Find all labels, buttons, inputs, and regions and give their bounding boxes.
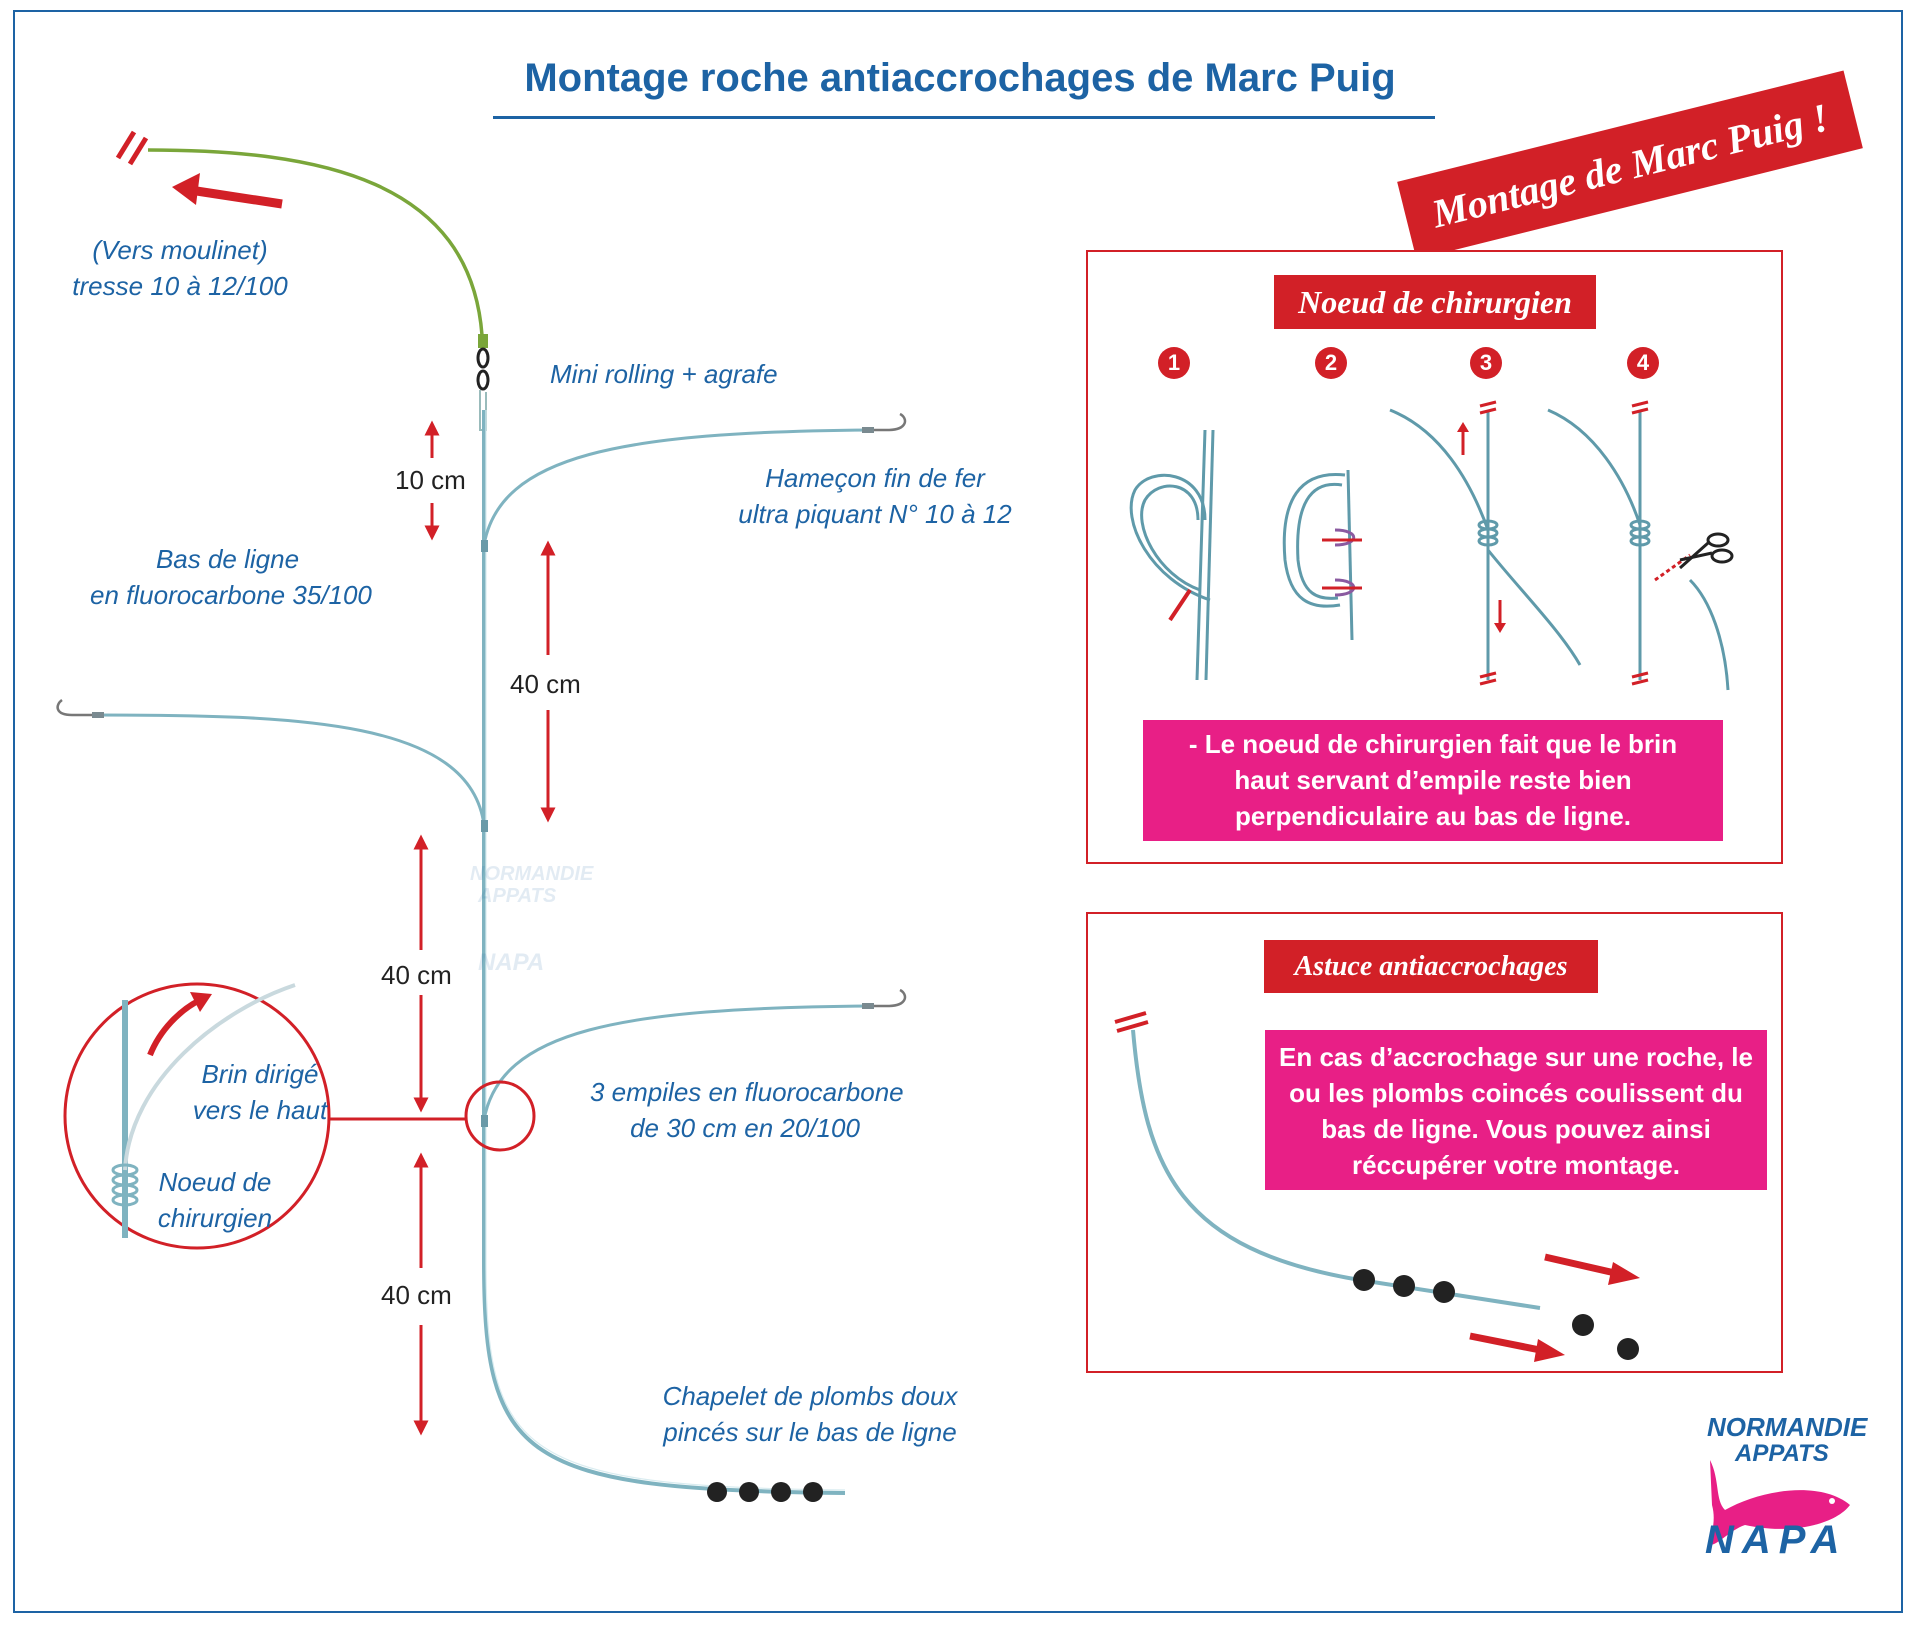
knot-explanation-box: - Le noeud de chirurgien fait que le bri…: [1143, 720, 1723, 841]
knot-step-3-icon: [1389, 400, 1582, 686]
logo-line-2: APPATS: [1735, 1440, 1829, 1467]
label-bas-de-ligne-2: en fluorocarbone 35/100: [90, 580, 372, 610]
zoom-magnifier: [63, 982, 536, 1250]
svg-text:APPATS: APPATS: [477, 885, 557, 907]
logo-line-3: NAPA: [1705, 1518, 1848, 1562]
label-brin-2: vers le haut: [192, 1095, 328, 1125]
sliding-sinkers: [1353, 1269, 1639, 1360]
step-4-badge: 4: [1627, 347, 1659, 379]
dropper-1: [482, 412, 907, 546]
lead-sinker-chain: [707, 1482, 823, 1502]
knot-explanation-line-2: haut servant d’empile reste bien: [1234, 765, 1632, 795]
label-noeud-2: chirurgien: [157, 1203, 273, 1233]
step-3-badge: 3: [1470, 347, 1502, 379]
svg-text:NAPA: NAPA: [478, 949, 544, 976]
label-mini-rolling: Mini rolling + agrafe: [550, 359, 778, 389]
upward-arrow-icon: [147, 997, 202, 1057]
knot-step-1-icon: [1129, 429, 1215, 681]
tip-explanation-line-2: ou les plombs coincés coulissent du: [1289, 1078, 1743, 1108]
panel-knot-heading: Noeud de chirurgien: [1274, 275, 1596, 329]
dropper-3: [482, 988, 907, 1121]
slide-arrow-icon: [1469, 1332, 1565, 1362]
label-tresse: tresse 10 à 12/100: [72, 271, 288, 301]
panel-tip-heading: Astuce antiaccrochages: [1264, 940, 1598, 993]
label-brin-1: Brin dirigé: [201, 1059, 319, 1089]
step-2-badge: 2: [1315, 347, 1347, 379]
tip-explanation-line-3: bas de ligne. Vous pouvez ainsi: [1321, 1114, 1711, 1144]
knot-step-2-icon: [1282, 469, 1362, 641]
label-noeud-1: Noeud de: [158, 1167, 272, 1197]
braid-line: [147, 148, 484, 336]
label-chapelet-1: Chapelet de plombs doux: [662, 1381, 958, 1411]
tip-line: [1131, 1029, 1541, 1310]
step-1-badge: 1: [1158, 347, 1190, 379]
dim-label-40cm-3: 40 cm: [375, 1278, 458, 1313]
dim-label-40cm-1: 40 cm: [504, 667, 587, 702]
label-bas-de-ligne-1: Bas de ligne: [155, 544, 300, 574]
label-empiles-2: de 30 cm en 20/100: [630, 1113, 860, 1143]
surgeon-knot-zoom-icon: [111, 1163, 139, 1207]
label-chapelet-2: pincés sur le bas de ligne: [663, 1417, 957, 1447]
watermark-logo: NORMANDIE APPATS NAPA: [470, 863, 594, 976]
page-title: Montage roche antiaccrochages de Marc Pu…: [524, 56, 1396, 100]
knot-step-4-icon: [1547, 400, 1730, 691]
dim-label-40cm-2: 40 cm: [375, 958, 458, 993]
tip-explanation-line-4: réccupérer votre montage.: [1351, 1150, 1680, 1180]
label-vers-moulinet: (Vers moulinet): [92, 235, 268, 265]
label-hamecon-1: Hameçon fin de fer: [765, 463, 985, 493]
tip-explanation-line-1: En cas d’accrochage sur une roche, le: [1279, 1042, 1753, 1072]
slide-arrow-icon: [1544, 1253, 1640, 1285]
label-hamecon-2: ultra piquant N° 10 à 12: [738, 499, 1012, 529]
to-reel-arrow-icon: [172, 173, 283, 209]
cut-mark-icon: [1114, 1011, 1149, 1033]
outer-frame: [13, 10, 1903, 1613]
svg-text:NORMANDIE: NORMANDIE: [470, 863, 594, 885]
dim-label-10cm: 10 cm: [389, 463, 472, 498]
title-underline: [493, 116, 1435, 119]
cut-mark-icon: [115, 130, 149, 166]
tip-explanation-box: En cas d’accrochage sur une roche, le ou…: [1265, 1030, 1767, 1190]
scissors-icon: [1679, 532, 1734, 570]
logo-line-1: NORMANDIE: [1707, 1412, 1868, 1442]
dropper-2: [56, 698, 486, 826]
knot-explanation-line-1: - Le noeud de chirurgien fait que le bri…: [1188, 729, 1678, 759]
label-empiles-1: 3 empiles en fluorocarbone: [590, 1077, 904, 1107]
knot-explanation-line-3: perpendiculaire au bas de ligne.: [1235, 801, 1631, 831]
